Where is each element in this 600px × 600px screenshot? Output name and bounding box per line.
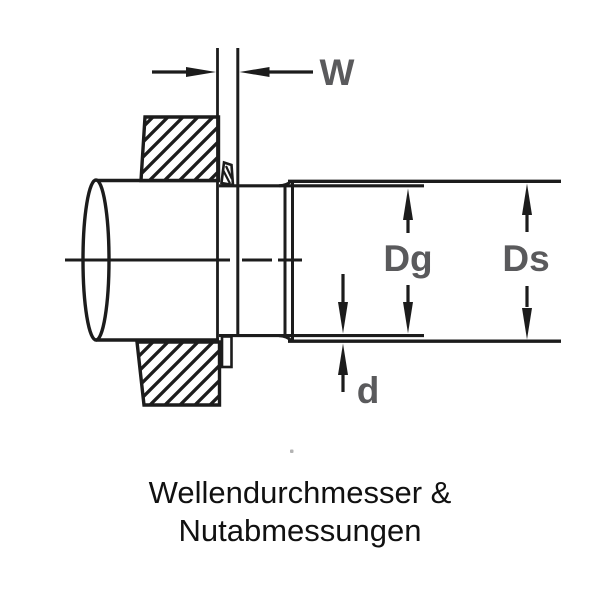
w-dimension: W [152, 52, 355, 93]
ds-dimension: Ds [502, 183, 550, 340]
retaining-ring-bottom-section [220, 335, 233, 369]
component-cross-section-top [139, 115, 221, 183]
dg-dimension-label: Dg [383, 238, 432, 279]
arrowhead-right-icon [186, 67, 216, 77]
caption-line-1: Wellendurchmesser & [149, 475, 452, 510]
d-dimension: d [338, 274, 379, 411]
caption: Wellendurchmesser & Nutabmessungen [149, 475, 452, 548]
component-cross-section-bottom [135, 340, 222, 407]
arrowhead-down-icon [522, 308, 532, 340]
arrowhead-down-icon [403, 302, 413, 334]
arrowhead-up-icon [522, 183, 532, 215]
caption-line-2: Nutabmessungen [179, 513, 422, 548]
d-dimension-label: d [357, 370, 380, 411]
groove-and-shaft-outline [216, 48, 561, 343]
arrowhead-down-icon [338, 302, 348, 334]
arrowhead-up-icon [338, 343, 348, 375]
arrowhead-up-icon [403, 188, 413, 220]
speck-artifact [290, 449, 294, 453]
dg-dimension: Dg [383, 188, 433, 334]
retaining-ring-top-section [220, 160, 235, 187]
arrowhead-left-icon [239, 67, 270, 77]
ds-dimension-label: Ds [502, 238, 549, 279]
w-dimension-label: W [320, 52, 355, 93]
